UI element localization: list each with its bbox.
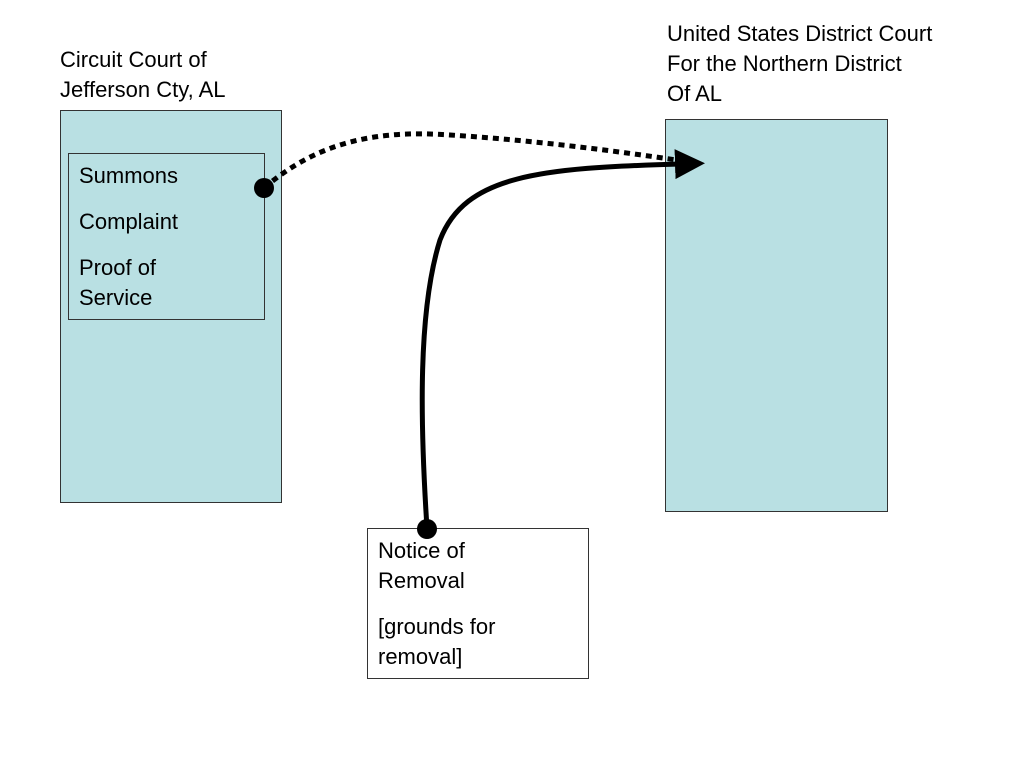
federal-court-box (665, 119, 888, 512)
notice-grounds: [grounds for removal] (378, 612, 578, 672)
state-court-label-line-1: Circuit Court of (60, 47, 207, 72)
federal-court-label-line-3: Of AL (667, 81, 723, 106)
notice-title-line-2: Removal (378, 568, 465, 593)
document-proof-line-2: Service (79, 285, 153, 310)
document-proof-of-service: Proof of Service (79, 253, 254, 313)
dotted-arrow-documents-to-federal (262, 131, 691, 190)
federal-court-label: United States District Court For the Nor… (667, 19, 932, 109)
document-complaint: Complaint (79, 209, 179, 234)
document-summons: Summons (79, 163, 179, 188)
state-court-label-line-2: Jefferson Cty, AL (60, 77, 226, 102)
notice-grounds-line-1: [grounds for (378, 614, 496, 639)
federal-court-label-line-2: For the Northern District (667, 51, 902, 76)
notice-title-line-1: Notice of (378, 538, 465, 563)
notice-of-removal-box: Notice of Removal [grounds for removal] (367, 528, 589, 679)
solid-arrow-notice-to-federal (419, 149, 705, 529)
notice-title: Notice of Removal (378, 536, 578, 596)
notice-grounds-line-2: removal] (378, 644, 463, 669)
document-proof-line-1: Proof of (79, 255, 157, 280)
state-court-label: Circuit Court of Jefferson Cty, AL (60, 45, 226, 105)
state-court-documents-box: Summons Complaint Proof of Service (68, 153, 265, 320)
federal-court-label-line-1: United States District Court (667, 21, 933, 46)
